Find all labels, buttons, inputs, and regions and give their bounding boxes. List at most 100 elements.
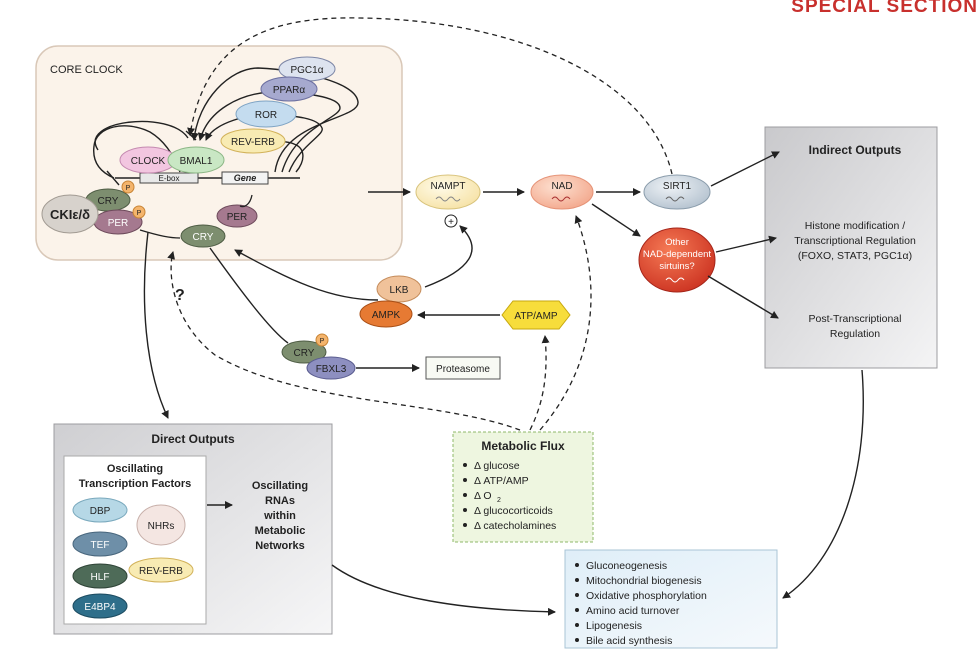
svg-text:PGC1α: PGC1α	[290, 65, 323, 76]
fbxl3-node	[306, 356, 356, 380]
svg-text:Metabolic Flux: Metabolic Flux	[481, 439, 565, 453]
cry-degradation-node	[281, 340, 327, 364]
svg-text:Δ glucose: Δ glucose	[474, 460, 520, 472]
svg-text:HLF: HLF	[91, 572, 110, 583]
hlf-node	[72, 563, 128, 589]
svg-text:Δ glucocorticoids: Δ glucocorticoids	[474, 505, 553, 517]
metabolic-processes-box	[564, 549, 778, 649]
e4bp4-node	[72, 593, 128, 619]
special-section-header: SPECIAL SECTION	[791, 0, 978, 17]
reverb-node	[220, 128, 286, 154]
svg-text:Oscillating: Oscillating	[252, 480, 308, 492]
ror-node	[235, 100, 297, 128]
ampk-to-nampt-arrow	[424, 225, 473, 288]
sirt1-node	[643, 174, 711, 210]
core-clock-label: CORE CLOCK	[50, 64, 123, 76]
nhrs-node	[136, 504, 186, 546]
svg-text:(FOXO, STAT3, PGC1α): (FOXO, STAT3, PGC1α)	[798, 250, 912, 262]
svg-text:RNAs: RNAs	[265, 495, 295, 507]
indirect-to-processes-arrow	[782, 369, 864, 599]
ampk-node	[359, 300, 413, 328]
svg-text:sirtuins?: sirtuins?	[659, 261, 694, 272]
ebox-label: E-box	[159, 174, 180, 183]
svg-text:within: within	[263, 510, 296, 522]
direct-to-processes-arrow	[331, 564, 556, 616]
svg-text:PER: PER	[227, 212, 248, 223]
svg-text:Other: Other	[665, 237, 689, 248]
cry-free-node	[180, 224, 226, 248]
dbp-node	[72, 497, 128, 523]
svg-text:Proteasome: Proteasome	[436, 364, 490, 375]
sirt1-feedback-dashed-arrow	[187, 17, 673, 175]
svg-text:Transcriptional Regulation: Transcriptional Regulation	[794, 235, 916, 247]
svg-text:E4BP4: E4BP4	[84, 602, 116, 613]
svg-text:Mitochondrial biogenesis: Mitochondrial biogenesis	[586, 575, 702, 587]
svg-text:CLOCK: CLOCK	[131, 156, 166, 167]
ampk-to-cry-arrow	[234, 249, 379, 301]
svg-text:CRY: CRY	[98, 196, 119, 207]
svg-text:P: P	[137, 210, 142, 217]
cki-node	[41, 194, 99, 234]
svg-text:TEF: TEF	[91, 540, 110, 551]
question-mark: ?	[175, 287, 185, 304]
reverb-tf-node	[128, 557, 194, 583]
svg-text:Metabolic: Metabolic	[255, 525, 306, 537]
svg-text:NHRs: NHRs	[148, 521, 175, 532]
indirect-outputs-box	[764, 126, 938, 369]
svg-text:Δ ATP/AMP: Δ ATP/AMP	[474, 475, 529, 487]
svg-text:SIRT1: SIRT1	[663, 181, 692, 192]
per-cry-repression-curve	[94, 120, 189, 151]
svg-text:FBXL3: FBXL3	[316, 364, 347, 375]
nad-to-sirtuins-arrow	[591, 203, 641, 237]
atp-amp-node	[501, 300, 571, 330]
svg-text:PER: PER	[108, 218, 129, 229]
svg-text:+: +	[448, 217, 454, 228]
svg-text:NAMPT: NAMPT	[431, 181, 466, 192]
ppara-node	[260, 76, 318, 102]
flux-to-nad-dashed-arrow	[539, 215, 592, 431]
phospho-per	[132, 205, 146, 219]
svg-text:Regulation: Regulation	[830, 328, 880, 340]
clock-to-direct-outputs-arrow	[143, 231, 169, 419]
svg-text:Oxidative phosphorylation: Oxidative phosphorylation	[586, 590, 707, 602]
svg-text:PPARα: PPARα	[273, 85, 305, 96]
gene-element	[221, 171, 269, 185]
other-sirtuins-node	[638, 227, 716, 293]
svg-text:ATP/AMP: ATP/AMP	[514, 311, 557, 322]
svg-text:AMPK: AMPK	[372, 310, 401, 321]
tef-node	[72, 531, 128, 557]
svg-text:REV-ERB: REV-ERB	[139, 566, 183, 577]
svg-text:Transcription Factors: Transcription Factors	[79, 478, 191, 490]
svg-text:CRY: CRY	[193, 232, 214, 243]
svg-text:Oscillating: Oscillating	[107, 463, 163, 475]
svg-text:Post-Transcriptional: Post-Transcriptional	[809, 313, 902, 325]
plus-circle	[444, 214, 458, 228]
svg-text:DBP: DBP	[90, 506, 111, 517]
svg-text:NAD: NAD	[551, 181, 572, 192]
svg-text:2: 2	[497, 497, 501, 504]
per-free-node	[216, 204, 258, 228]
svg-text:P: P	[126, 185, 131, 192]
flux-to-clock-dashed-arrow	[167, 251, 521, 431]
svg-text:Δ O: Δ O	[474, 490, 492, 502]
svg-text:CKIε/δ: CKIε/δ	[50, 207, 90, 222]
svg-text:Indirect Outputs: Indirect Outputs	[809, 143, 902, 157]
svg-text:Direct Outputs: Direct Outputs	[151, 432, 235, 446]
svg-text:BMAL1: BMAL1	[180, 156, 213, 167]
svg-text:NAD-dependent: NAD-dependent	[643, 249, 711, 260]
svg-text:REV-ERB: REV-ERB	[231, 137, 275, 148]
svg-text:Gluconeogenesis: Gluconeogenesis	[586, 560, 667, 572]
lkb-node	[376, 275, 422, 303]
svg-text:CRY: CRY	[294, 348, 315, 359]
proteasome-box	[425, 356, 501, 380]
clock-feedback-arrows	[93, 67, 359, 186]
metabolic-flux-box	[452, 431, 594, 543]
svg-text:Histone modification /: Histone modification /	[805, 220, 905, 232]
svg-text:Amino acid turnover: Amino acid turnover	[586, 605, 680, 617]
phospho-cry	[121, 180, 135, 194]
svg-text:Lipogenesis: Lipogenesis	[586, 620, 642, 632]
svg-text:Δ catecholamines: Δ catecholamines	[474, 520, 556, 532]
bmal1-node	[167, 146, 225, 174]
